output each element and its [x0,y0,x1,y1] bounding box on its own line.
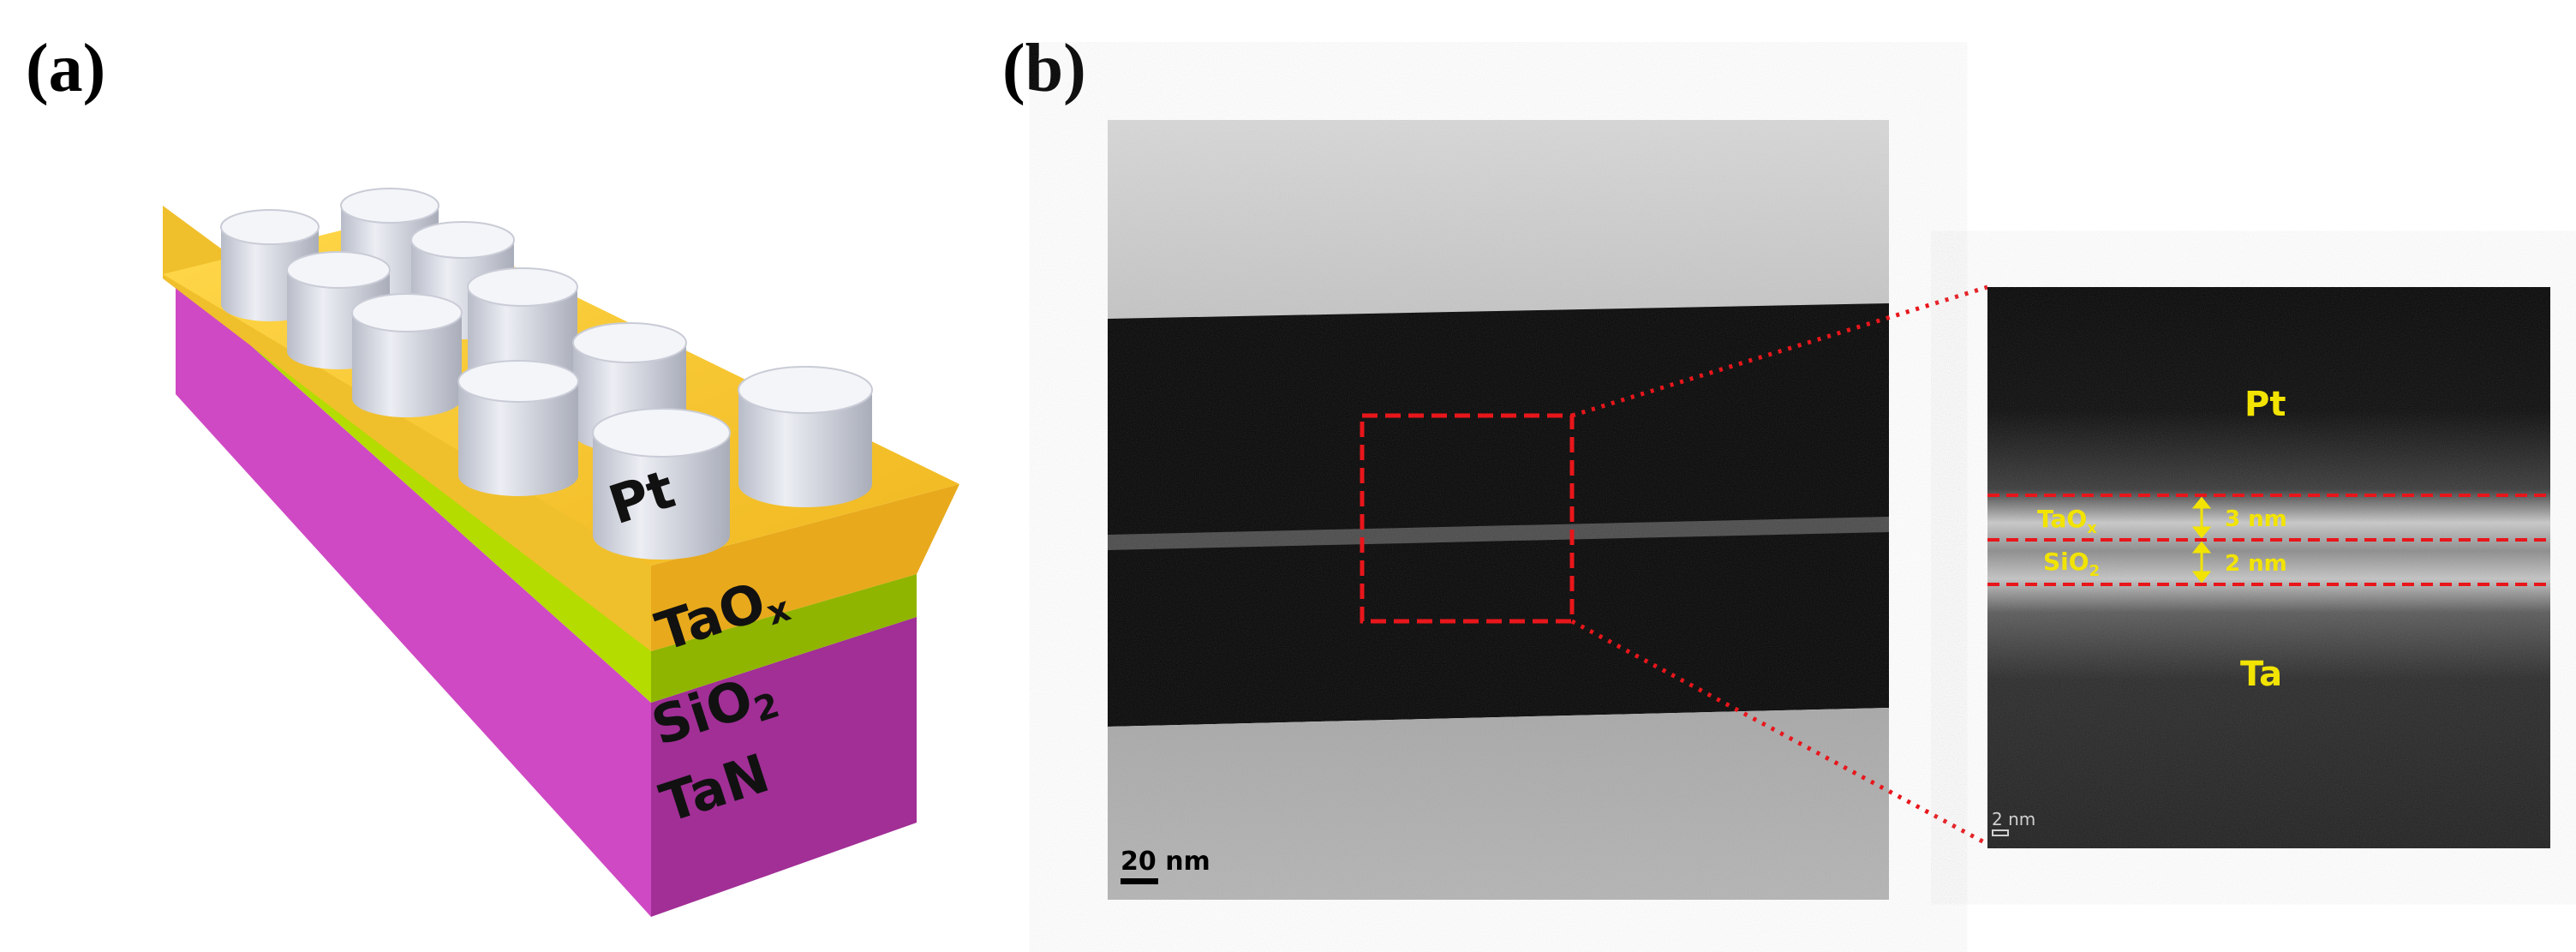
panel-label-a: (a) [26,31,106,106]
cylinder-side [352,313,462,417]
cylinder-top [351,293,463,332]
panel-label-b: (b) [1002,31,1086,106]
device-layer-labels: TaOx SiO2 TaN [644,570,795,835]
sio2-thickness-arrow [2191,541,2212,584]
tem-main-image: 20 nm [1108,120,1889,900]
inset-ta-label: Ta [2240,655,2282,694]
cylinder-top [592,408,731,458]
cylinder-top [738,366,873,414]
inset-scale-bar-label: 2 nm [1992,809,2035,829]
pt-electrode-cylinder [592,408,731,560]
taox-thickness-label: 3 nm [2225,506,2287,532]
cylinder-top [467,267,578,307]
cylinder-top [572,322,687,363]
inset-scale-bar [1992,829,2009,836]
inset-sio2-label: SiO2 [2043,548,2100,580]
cylinder-top [220,209,320,245]
tem-zoom-box [1360,413,1575,624]
cylinder-top [457,360,579,403]
pt-electrode-cylinder [457,360,579,496]
taox-layer-front-face [651,484,959,651]
tem-inset-image: Pt Ta TaOx SiO2 3 nm 2 nm 2 nm [1987,287,2550,848]
cylinder-top [340,188,439,224]
taox-thickness-arrow [2191,496,2212,539]
pt-electrode-cylinder [351,293,463,417]
inset-noise-overlay [1987,287,2550,848]
connector-top [1571,284,1988,418]
tem-scale-bar [1121,878,1158,884]
cylinder-side [738,390,872,507]
connector-bottom [1570,619,1989,847]
pt-electrodes: Pt [220,188,873,560]
sio2-thickness-label: 2 nm [2225,551,2287,577]
cylinder-side [458,381,578,496]
cylinder-top [286,251,391,289]
cylinder-side [593,433,730,560]
tan-layer-left-face [176,278,651,917]
sio2-layer-front-face [651,574,917,703]
cylinder-top [410,221,515,259]
pt-electrode-cylinder [738,366,873,507]
tem-noise-overlay [1108,120,1889,900]
tan-layer-front-face [651,617,917,917]
tem-scale-bar-label: 20 nm [1121,847,1210,877]
inset-taox-label: TaOx [2037,505,2097,537]
inset-pt-label: Pt [2244,385,2286,424]
zoom-connectors [1570,284,1989,847]
